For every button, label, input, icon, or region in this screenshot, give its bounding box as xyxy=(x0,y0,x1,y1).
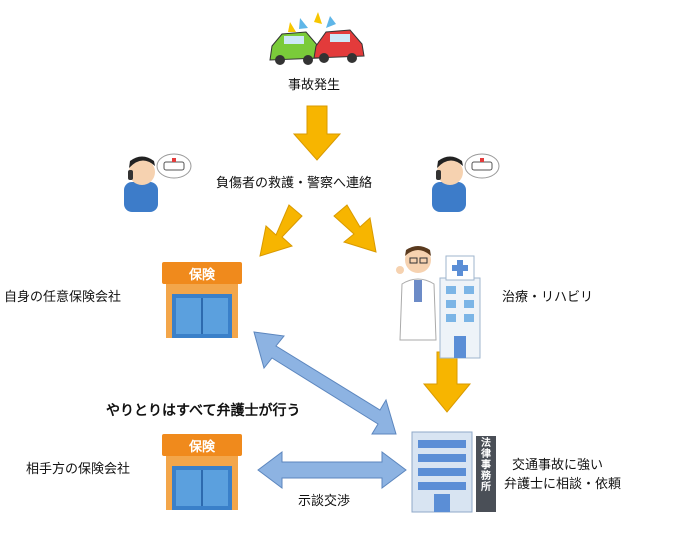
step-accident-label: 事故発生 xyxy=(288,78,341,93)
insurance-sign-1: 保険 xyxy=(188,267,216,283)
other-insurance-label: 相手方の保険会社 xyxy=(26,462,131,477)
diagonal-double-arrow xyxy=(253,331,397,435)
negotiation-label: 示談交渉 xyxy=(298,494,351,509)
lawyer-handles-all-note: やりとりはすべて弁護士が行う xyxy=(106,403,301,419)
step-contact-label: 負傷者の救護・警察へ連絡 xyxy=(216,176,373,191)
horizontal-double-arrow xyxy=(257,451,407,489)
lawyer-label-line1: 交通事故に強い xyxy=(512,458,604,473)
lawyer-label-line2: 弁護士に相談・依頼 xyxy=(504,477,622,492)
insurance-sign-2: 保険 xyxy=(188,439,216,455)
treatment-label: 治療・リハビリ xyxy=(502,290,594,305)
own-insurance-label: 自身の任意保険会社 xyxy=(4,290,122,305)
law-office-sign: 法律事務所 xyxy=(481,438,491,493)
arrow-down-1 xyxy=(292,105,342,161)
arrow-diag-right xyxy=(333,204,377,253)
arrow-diag-left xyxy=(259,204,303,257)
